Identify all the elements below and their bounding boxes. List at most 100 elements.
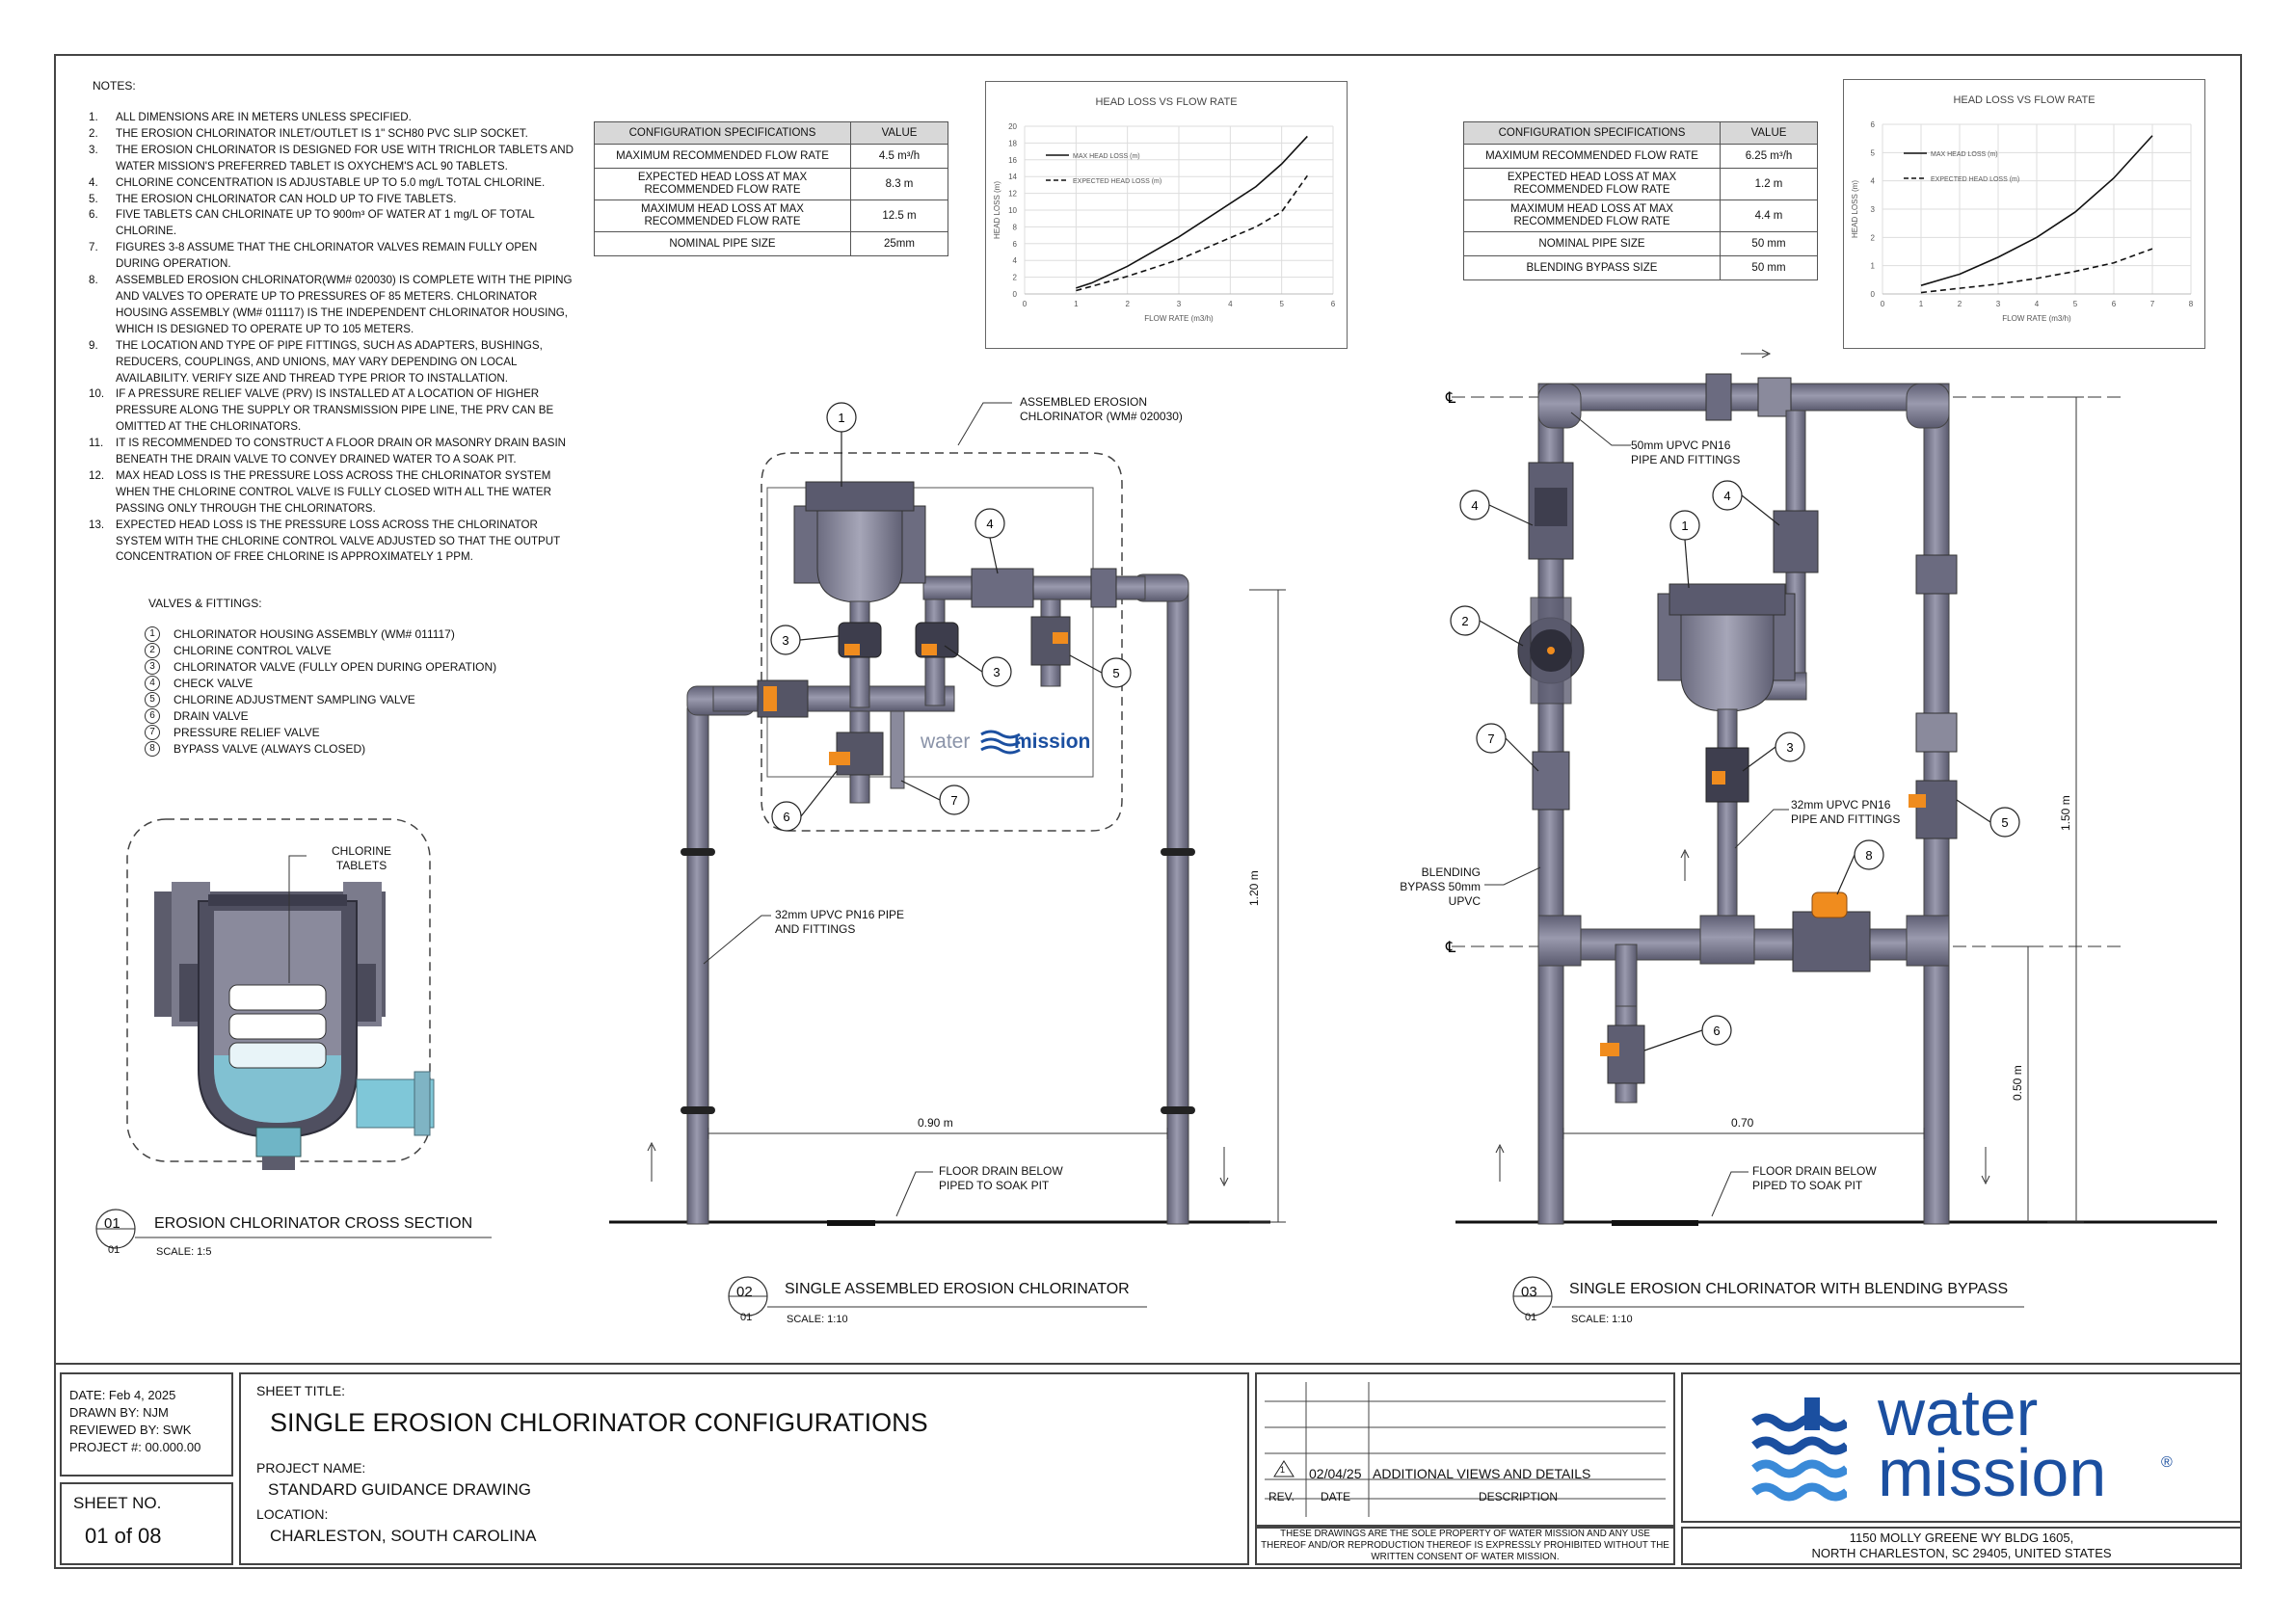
rev-col: REV. <box>1268 1490 1295 1503</box>
date-col: DATE <box>1321 1490 1351 1503</box>
svg-text:6: 6 <box>1713 1024 1720 1038</box>
series-line-solid <box>1076 135 1308 289</box>
tb-sheet-no: 01 of 08 <box>85 1524 162 1548</box>
tb-disclaimer: THESE DRAWINGS ARE THE SOLE PROPERTY OF … <box>1261 1529 1669 1562</box>
valve-label: DRAIN VALVE <box>174 709 249 723</box>
tb-sheet-title: SINGLE EROSION CHLORINATOR CONFIGURATION… <box>270 1408 928 1437</box>
note-number: 4. <box>89 175 98 189</box>
y-tick-label: 6 <box>1013 240 1018 249</box>
chart-title: HEAD LOSS VS FLOW RATE <box>1095 96 1237 108</box>
note-item: 13.EXPECTED HEAD LOSS IS THE PRESSURE LO… <box>89 518 580 567</box>
note-number: 9. <box>89 338 98 352</box>
y-axis-label: HEAD LOSS (m) <box>1851 180 1859 238</box>
valve-number-circle: 5 <box>145 692 160 707</box>
note-item: 9.THE LOCATION AND TYPE OF PIPE FITTINGS… <box>89 338 580 387</box>
assembled-logo-mission: mission <box>1014 731 1090 753</box>
spec-cell: 50 mm <box>1720 231 1818 256</box>
x-tick-label: 8 <box>2189 300 2194 308</box>
note-text: EXPECTED HEAD LOSS IS THE PRESSURE LOSS … <box>116 518 561 564</box>
valve-item: 7 PRESSURE RELIEF VALVE <box>145 725 496 741</box>
valve-number-circle: 7 <box>145 725 160 740</box>
y-tick-label: 2 <box>1013 274 1018 282</box>
title-block-logo <box>1681 1372 2242 1523</box>
view2-assembled-label: ASSEMBLED EROSION CHLORINATOR (WM# 02003… <box>1020 395 1183 423</box>
svg-text:5: 5 <box>2001 815 2008 830</box>
y-tick-label: 16 <box>1008 156 1017 165</box>
spec-cell: MAXIMUM RECOMMENDED FLOW RATE <box>594 144 851 169</box>
x-tick-label: 3 <box>1996 300 2001 308</box>
desc-col: DESCRIPTION <box>1479 1490 1559 1503</box>
note-number: 8. <box>89 274 98 287</box>
view3-dim-height: 1.50 m <box>2059 795 2072 831</box>
svg-text:8: 8 <box>1865 848 1872 863</box>
svg-text:3: 3 <box>782 633 788 648</box>
svg-text:4: 4 <box>986 517 993 531</box>
x-tick-label: 5 <box>2073 300 2078 308</box>
svg-text:1: 1 <box>1681 519 1688 533</box>
note-item: 11.IT IS RECOMMENDED TO CONSTRUCT A FLOO… <box>89 436 580 468</box>
cross-section-title: EROSION CHLORINATOR CROSS SECTION <box>154 1215 473 1232</box>
note-item: 12. MAX HEAD LOSS IS THE PRESSURE LOSS AC… <box>89 468 580 518</box>
cross-section-tablets-label: CHLORINE TABLETS <box>331 844 391 872</box>
note-text: FIVE TABLETS CAN CHLORINATE UP TO 900m³ … <box>116 208 535 238</box>
notes-list: 1.ALL DIMENSIONS ARE IN METERS UNLESS SP… <box>89 110 580 566</box>
spec-header-cell: CONFIGURATION SPECIFICATIONS <box>594 121 851 145</box>
note-number: 1. <box>89 111 98 123</box>
note-number: 11. <box>89 437 104 450</box>
legend-label: MAX HEAD LOSS (m) <box>1073 153 1140 160</box>
rev-desc: ADDITIONAL VIEWS AND DETAILS <box>1373 1466 1591 1481</box>
view3-sheet: 01 <box>1525 1312 1537 1323</box>
svg-text:6: 6 <box>783 810 789 824</box>
revision-grid <box>1265 1382 1666 1517</box>
blending-bypass-view: ℄ ℄ <box>1445 349 2217 1317</box>
view2-dim-width: 0.90 m <box>918 1116 953 1130</box>
note-item: 8.ASSEMBLED EROSION CHLORINATOR(WM# 0200… <box>89 273 580 338</box>
x-tick-label: 6 <box>2112 300 2117 308</box>
note-number: 2. <box>89 126 98 140</box>
svg-text:℄: ℄ <box>1445 390 1456 407</box>
tb-sheet-no-label: SHEET NO. <box>73 1494 162 1512</box>
view3-pipe32-label: 32mm UPVC PN16 PIPE AND FITTINGS <box>1791 798 1901 826</box>
note-item: 4.CHLORINE CONCENTRATION IS ADJUSTABLE U… <box>89 175 580 192</box>
note-number: 10. <box>89 387 105 401</box>
spec-cell: MAXIMUM HEAD LOSS AT MAX RECOMMENDED FLO… <box>594 200 851 232</box>
title-block-sheet-no <box>60 1482 233 1565</box>
y-tick-label: 4 <box>1871 177 1876 186</box>
x-tick-label: 0 <box>1881 300 1885 308</box>
cross-section-view <box>95 818 492 1249</box>
note-text: MAX HEAD LOSS IS THE PRESSURE LOSS ACROS… <box>116 468 552 515</box>
x-tick-label: 4 <box>2035 300 2040 308</box>
view3-drain-label: FLOOR DRAIN BELOW PIPED TO SOAK PIT <box>1752 1164 1877 1192</box>
svg-text:4: 4 <box>1723 489 1730 503</box>
valve-number-circle: 1 <box>145 626 160 642</box>
note-number: 12. <box>89 468 105 482</box>
x-tick-label: 1 <box>1074 300 1079 308</box>
spec-header-cell: VALUE <box>850 121 948 145</box>
note-item: 7.FIGURES 3-8 ASSUME THAT THE CHLORINATO… <box>89 240 580 273</box>
x-tick-label: 4 <box>1228 300 1233 308</box>
legend-label: EXPECTED HEAD LOSS (m) <box>1073 178 1161 185</box>
note-item: 6.FIVE TABLETS CAN CHLORINATE UP TO 900m… <box>89 207 580 240</box>
spec-header-cell: CONFIGURATION SPECIFICATIONS <box>1463 121 1721 145</box>
series-line-dashed <box>1920 248 2153 294</box>
view2-title: SINGLE ASSEMBLED EROSION CHLORINATOR <box>785 1281 1130 1297</box>
spec-cell: MAXIMUM HEAD LOSS AT MAX RECOMMENDED FLO… <box>1463 200 1721 232</box>
y-tick-label: 6 <box>1871 120 1876 129</box>
note-item: 10.IF A PRESSURE RELIEF VALVE (PRV) IS I… <box>89 386 580 436</box>
valve-label: BYPASS VALVE (ALWAYS CLOSED) <box>174 742 366 756</box>
title-block-divider <box>54 1363 2242 1365</box>
valve-label: PRESSURE RELIEF VALVE <box>174 726 320 739</box>
cross-section-num: 01 <box>104 1215 120 1232</box>
title-block-revisions <box>1255 1372 1675 1527</box>
note-number: 5. <box>89 192 98 205</box>
legend-label: EXPECTED HEAD LOSS (m) <box>1931 176 2019 183</box>
view3-title: SINGLE EROSION CHLORINATOR WITH BLENDING… <box>1569 1281 2009 1297</box>
note-text: THE EROSION CHLORINATOR INLET/OUTLET IS … <box>116 126 528 140</box>
tb-address-1: 1150 MOLLY GREENE WY BLDG 1605, <box>1849 1530 2074 1545</box>
y-tick-label: 10 <box>1008 206 1017 215</box>
